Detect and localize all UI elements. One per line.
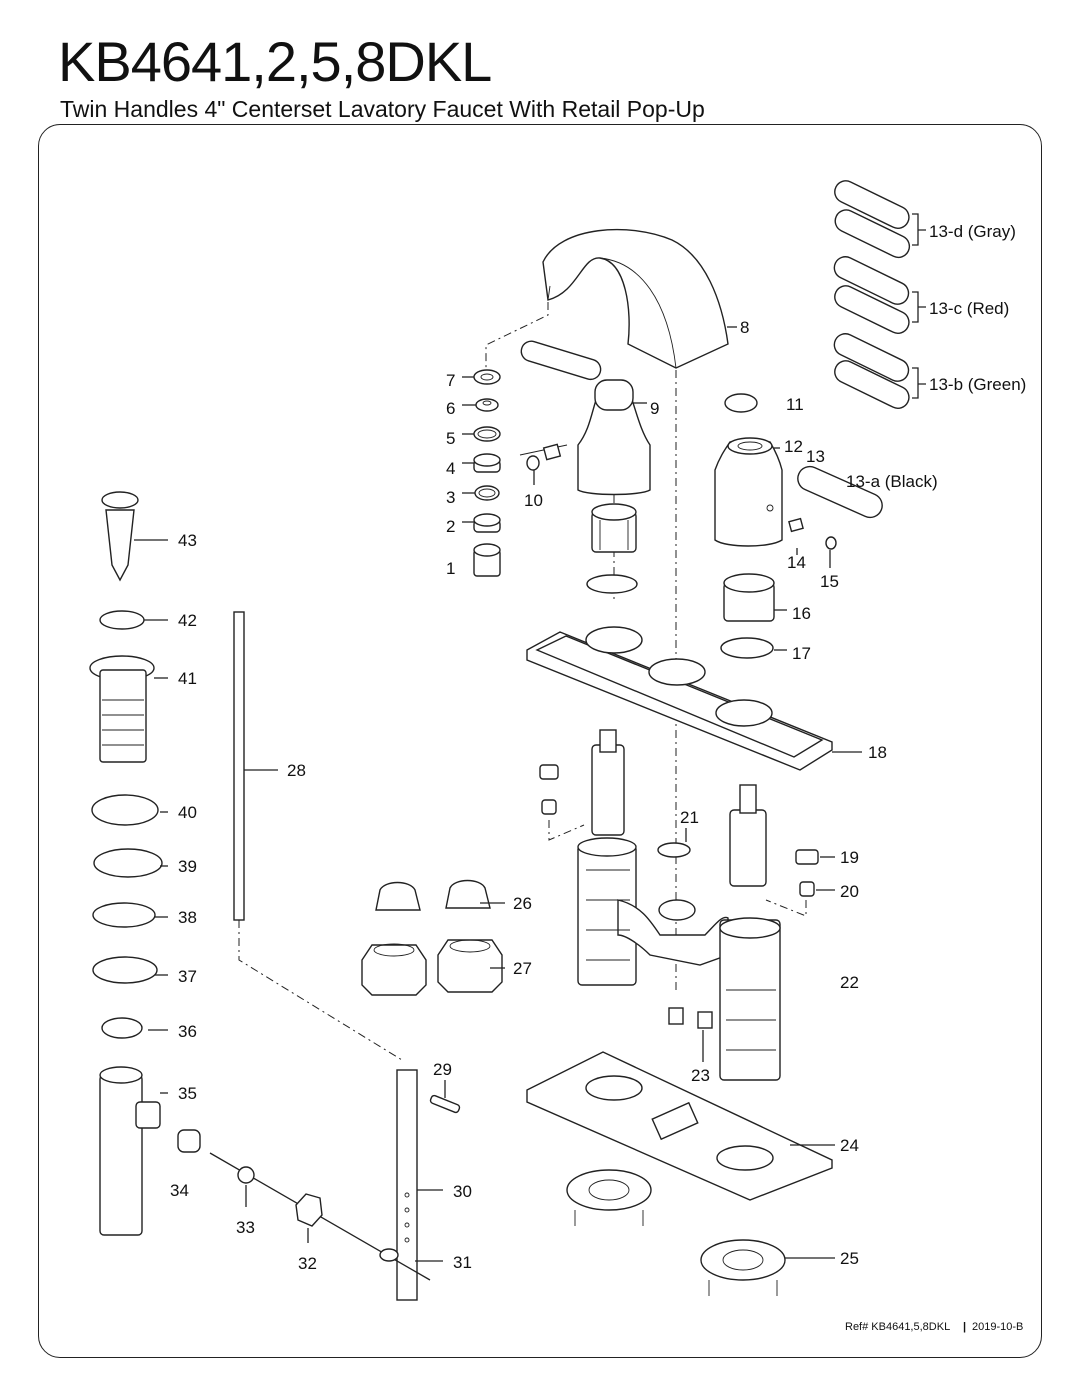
right-handle-part [714,393,883,550]
left-o-ring [586,574,638,594]
callout-7: 7 [446,371,455,390]
callout-27: 27 [513,959,532,978]
callout-20: 20 [840,882,859,901]
spout-part [542,228,729,369]
valve-body [539,729,819,1081]
model-number: KB4641,2,5,8DKL [58,30,492,93]
callout-36: 36 [178,1022,197,1041]
callout-30: 30 [453,1182,472,1201]
callout-17: 17 [792,644,811,663]
revision-date: 2019-10-B [972,1321,1023,1333]
callout-28: 28 [287,761,306,780]
callout-23: 23 [691,1066,710,1085]
callout-15: 15 [820,572,839,591]
left-handle-part [519,340,651,496]
base-gasket [526,1051,833,1201]
callout-31: 31 [453,1253,472,1272]
callout-32: 32 [298,1254,317,1273]
mounting-nuts [566,1169,786,1296]
callout-13: 13 [806,447,825,466]
callout-13d: 13-d (Gray) [929,222,1016,241]
callout-25: 25 [840,1249,859,1268]
callout-16: 16 [792,604,811,623]
callout-24: 24 [840,1136,859,1155]
callout-3: 3 [446,488,455,507]
callout-42: 42 [178,611,197,630]
callout-37: 37 [178,967,197,986]
callout-4: 4 [446,459,455,478]
callout-labels: 1 2 3 4 5 6 7 8 9 10 11 12 13 13-a (Blac… [170,222,1026,1273]
callout-11: 11 [786,395,804,414]
pop-up-linkage [209,611,461,1301]
callout-10: 10 [524,491,543,510]
callout-14: 14 [787,553,806,572]
callout-22: 22 [840,973,859,992]
callout-38: 38 [178,908,197,927]
handle-color-variants [833,180,926,409]
callout-6: 6 [446,399,455,418]
product-description: Twin Handles 4" Centerset Lavatory Fauce… [60,96,705,122]
reference-separator: | [963,1321,966,1333]
callout-35: 35 [178,1084,197,1103]
callout-13b: 13-b (Green) [929,375,1026,394]
callout-43: 43 [178,531,197,550]
callout-9: 9 [650,399,659,418]
diagram-frame [38,124,1042,1358]
callout-12: 12 [784,437,803,456]
drawing-reference: Ref# KB4641,5,8DKL | 2019-10-B [845,1321,1023,1333]
callout-13c: 13-c (Red) [929,299,1009,318]
callout-26: 26 [513,894,532,913]
right-o-ring [720,637,774,659]
deck-plate [526,626,833,771]
callout-41: 41 [178,669,197,688]
reference-number: Ref# KB4641,5,8DKL [845,1321,950,1333]
callout-39: 39 [178,857,197,876]
callout-8: 8 [740,318,749,337]
callout-34: 34 [170,1181,189,1200]
right-bonnet-nut [723,573,775,622]
pop-up-drain [89,491,201,1236]
callout-33: 33 [236,1218,255,1237]
callout-40: 40 [178,803,197,822]
callout-1: 1 [446,559,455,578]
left-bonnet-nut [591,503,637,553]
callout-2: 2 [446,517,455,536]
callout-29: 29 [433,1060,452,1079]
callout-21: 21 [680,808,699,827]
aerator-stack [473,369,501,577]
leader-lines [134,326,862,1262]
callout-5: 5 [446,429,455,448]
callout-13a: 13-a (Black) [846,472,938,491]
compression-sleeves-nuts [361,879,503,996]
callout-19: 19 [840,848,859,867]
callout-18: 18 [868,743,887,762]
